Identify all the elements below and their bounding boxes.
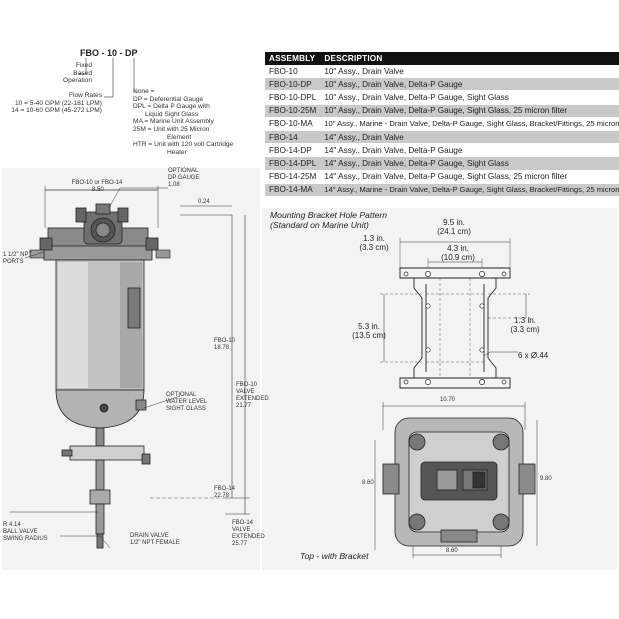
bracket-inner-width: 4.3 in. (10.9 cm): [441, 244, 475, 262]
sight-glass-callout: OPTIONAL WATER LEVEL SIGHT GLASS: [166, 392, 208, 412]
bracket-right-offset: 1.3 in. (3.3 cm): [510, 316, 540, 334]
side-width-value: 8.50: [92, 187, 104, 193]
bracket-outer-width: 9.5 in. (24.1 cm): [437, 218, 471, 236]
bracket-drawing: [380, 238, 530, 389]
top-width-dim: 10.70: [440, 397, 456, 403]
side-width-label: FBO-10 or FBO-14: [71, 180, 123, 186]
side-view-drawing: [10, 186, 250, 549]
top-left-dim: 8.60: [362, 480, 374, 486]
model-code-leaders: [78, 58, 136, 98]
top-bottom-dim: 8.60: [446, 548, 458, 554]
legend-fixed-based: Fixed Based Operation: [63, 62, 92, 85]
fbo14-extended-label: FBO-14 VALVE EXTENDED 25.77: [232, 520, 265, 547]
fbo10-extended-label: FBO-10 VALVE EXTENDED 21.77: [236, 382, 269, 409]
model-code: FBO - 10 - DP: [80, 48, 138, 58]
legend-flow-rates: Flow Rates 10 = 5-40 GPM (22-181 LPM) 14…: [11, 92, 102, 115]
fbo10-height-label: FBO-10 18.78: [214, 338, 236, 351]
fbo14-height-label: FBO-14 22.78: [214, 486, 236, 499]
ball-valve-callout: R 4.14 BALL VALVE SWING RADIUS: [3, 522, 48, 542]
gauge-offset-label: 0.24: [198, 199, 210, 205]
bracket-height: 5.3 in. (13.5 cm): [352, 322, 386, 340]
bracket-title: Mounting Bracket Hole Pattern (Standard …: [270, 210, 388, 230]
legend-options: None = DP = Deferential Gauge DPL = Delt…: [133, 88, 234, 156]
top-view-caption: Top - with Bracket: [300, 551, 369, 561]
col-description: DESCRIPTION: [320, 52, 619, 65]
bracket-holes: 6 x Ø.44: [518, 351, 549, 360]
top-right-dim: 9.80: [540, 476, 552, 482]
dp-gauge-callout: OPTIONAL DP GAUGE 1.08: [168, 168, 200, 188]
ports-callout: 1 1/2" NPT PORTS: [3, 252, 33, 265]
top-view-drawing: [374, 402, 538, 558]
drain-valve-callout: DRAIN VALVE 1/2" NPT FEMALE: [130, 533, 180, 546]
bracket-left-offset: 1.3 in. (3.3 cm): [359, 234, 389, 252]
col-assembly: ASSEMBLY: [265, 52, 321, 65]
